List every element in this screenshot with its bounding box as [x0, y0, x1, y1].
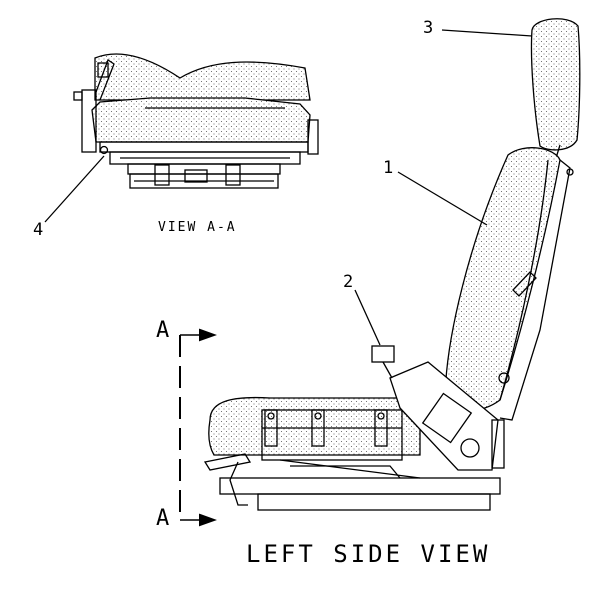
view-a-a-drawing	[73, 53, 319, 189]
callout-2: 2	[343, 272, 354, 292]
section-marker-top: A	[156, 318, 170, 343]
view-a-a-seat-cushion	[91, 97, 311, 143]
leader-2	[354, 289, 381, 346]
seat-belt-buckle	[389, 361, 499, 471]
section-line-a-a	[179, 328, 217, 527]
view-a-a-back-cushion	[94, 53, 311, 101]
callout-1: 1	[383, 158, 394, 178]
section-marker-bottom: A	[156, 506, 170, 531]
callout-4: 4	[33, 220, 44, 240]
leader-1	[397, 171, 488, 226]
backrest	[444, 147, 561, 411]
left-side-view-drawing	[203, 18, 581, 511]
left-side-view-caption: LEFT SIDE VIEW	[246, 540, 491, 568]
headrest	[530, 18, 581, 151]
leader-4	[44, 155, 105, 223]
callout-3: 3	[423, 18, 434, 38]
view-a-a-caption: VIEW A-A	[158, 220, 237, 235]
adjust-lever	[203, 453, 252, 471]
leader-3	[441, 29, 533, 37]
